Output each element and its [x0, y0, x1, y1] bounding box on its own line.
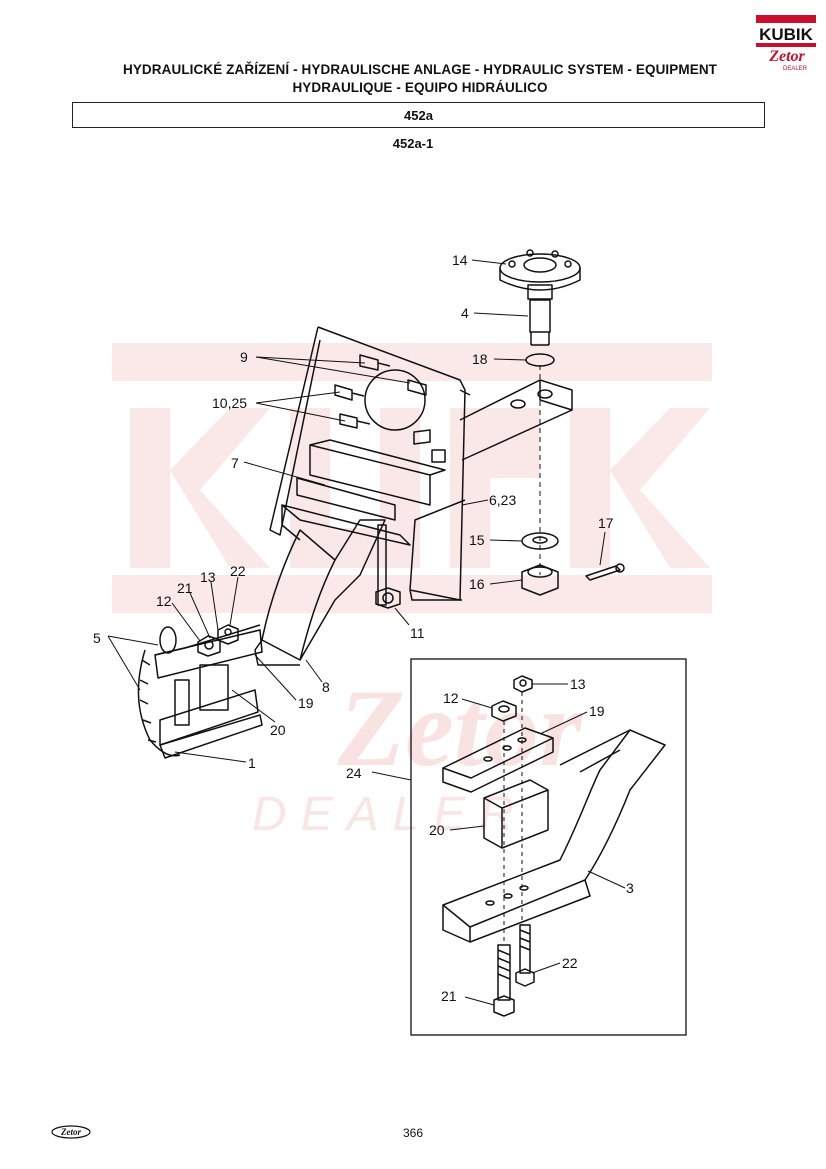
bracket-part-6-23: [269, 326, 471, 601]
pin-part-4: [529, 299, 551, 346]
callout-18: 18: [472, 351, 488, 367]
top-nuts-part-12-13-21-22: [197, 624, 239, 657]
detail-callout-24: 24: [346, 765, 362, 781]
title-line-2: HYDRAULIQUE - EQUIPO HIDRÁULICO: [292, 80, 548, 95]
detail-bolt-22: [515, 924, 535, 987]
detail-callout-20: 20: [429, 822, 445, 838]
detail-callout-12: 12: [443, 690, 459, 706]
chain-part-5: [137, 626, 181, 757]
callout-11: 11: [410, 625, 425, 641]
detail-nut-13: [513, 675, 533, 693]
leader-lines: [107, 259, 606, 763]
hitch-assembly: [137, 624, 263, 759]
crossbar-part-7: [296, 439, 446, 521]
callout-21: 21: [177, 580, 193, 596]
drawbar-part-8: [254, 504, 411, 666]
cotter-pin-part-17: [585, 563, 625, 581]
svg-text:Zetor: Zetor: [60, 1127, 81, 1137]
callout-12: 12: [156, 593, 172, 609]
detail-callout-21: 21: [441, 988, 457, 1004]
callout-5: 5: [93, 630, 101, 646]
callout-6-23: 6,23: [489, 492, 516, 508]
callout-19: 19: [298, 695, 314, 711]
svg-text:Zetor: Zetor: [337, 667, 584, 789]
zetor-footer-logo: Zetor: [51, 1125, 91, 1139]
detail-bar-3: [442, 729, 666, 943]
detail-plate-19: [442, 727, 554, 793]
callout-8: 8: [322, 679, 330, 695]
figure-code: 452a-1: [392, 136, 434, 151]
callout-9: 9: [240, 349, 248, 365]
callout-1: 1: [248, 755, 256, 771]
callout-22: 22: [230, 563, 246, 579]
detail-nut-12: [491, 700, 517, 722]
title-line-1: HYDRAULICKÉ ZAŘÍZENÍ - HYDRAULISCHE ANLA…: [122, 62, 718, 77]
detail-bolt-21: [493, 944, 515, 1017]
detail-callout-3: 3: [626, 880, 634, 896]
callout-15: 15: [469, 532, 485, 548]
logo-dealer: DEALER: [783, 66, 808, 72]
callout-4: 4: [461, 305, 469, 321]
bolts-part-9-10-25: [334, 354, 446, 463]
logo-word: KUBIK: [759, 25, 814, 44]
flange-part-14: [499, 249, 581, 300]
detail-callout-13: 13: [570, 676, 586, 692]
callout-13: 13: [200, 569, 216, 585]
logo-zetor: Zetor: [768, 48, 805, 65]
callout-7: 7: [231, 455, 239, 471]
detail-callout-22: 22: [562, 955, 578, 971]
callout-14: 14: [452, 252, 468, 268]
nut-part-11: [375, 587, 401, 609]
kubik-logo: KUBIK Zetor DEALER: [756, 15, 816, 72]
detail-callout-19: 19: [589, 703, 605, 719]
group-code-box: 452a: [72, 102, 765, 128]
callout-16: 16: [469, 576, 485, 592]
detail-block-20: [483, 779, 549, 849]
page-number: 366: [402, 1126, 424, 1140]
main-assembly: [137, 249, 625, 759]
callout-10-25: 10,25: [212, 395, 247, 411]
callout-17: 17: [598, 515, 614, 531]
svg-text:DEALER: DEALER: [252, 788, 528, 841]
kubik-watermark: Zetor DEALER: [112, 343, 712, 841]
callout-20: 20: [270, 722, 286, 738]
detail-box: 13 12 19 24 20 3 22 21: [346, 658, 687, 1036]
